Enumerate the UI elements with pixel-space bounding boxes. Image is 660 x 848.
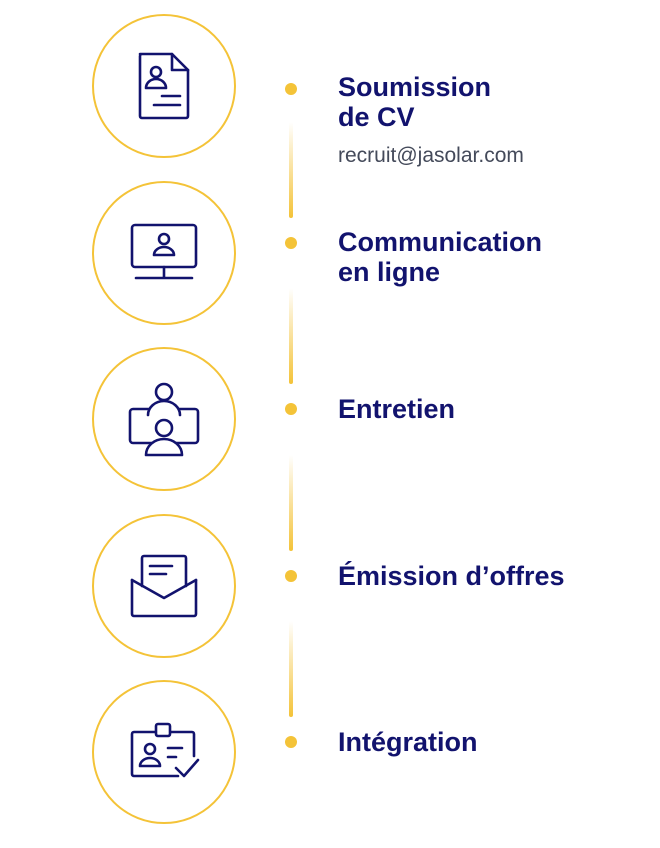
cv-document-icon [138,52,190,120]
step-title: Communication en ligne [338,227,543,287]
step-icon-circle [92,347,236,491]
interview-people-icon [128,382,200,457]
step-title: Émission d’offres [338,561,565,591]
timeline-dot [285,83,297,95]
step-icon-circle [92,14,236,158]
timeline-dot [285,736,297,748]
timeline-connector [289,621,293,717]
timeline-connector [289,288,293,384]
step-cv-submission: Soumission de CV recruit@jasolar.com [0,14,660,167]
step-title: Entretien [338,394,456,424]
step-interview: Entretien [0,347,660,497]
envelope-letter-icon [130,554,198,618]
step-online-communication: Communication en ligne [0,181,660,331]
step-icon-circle [92,514,236,658]
timeline-dot [285,237,297,249]
step-title: Intégration [338,727,478,757]
step-icon-circle [92,680,236,824]
step-onboarding: Intégration [0,680,660,830]
id-badge-check-icon [130,722,200,778]
step-icon-circle [92,181,236,325]
monitor-user-icon [130,223,198,280]
timeline-connector [289,455,293,551]
timeline-dot [285,570,297,582]
timeline-dot [285,403,297,415]
contact-email: recruit@jasolar.com [338,144,524,167]
step-title: Soumission de CV [338,72,492,132]
step-offer-issuance: Émission d’offres [0,514,660,664]
timeline-connector [289,122,293,218]
